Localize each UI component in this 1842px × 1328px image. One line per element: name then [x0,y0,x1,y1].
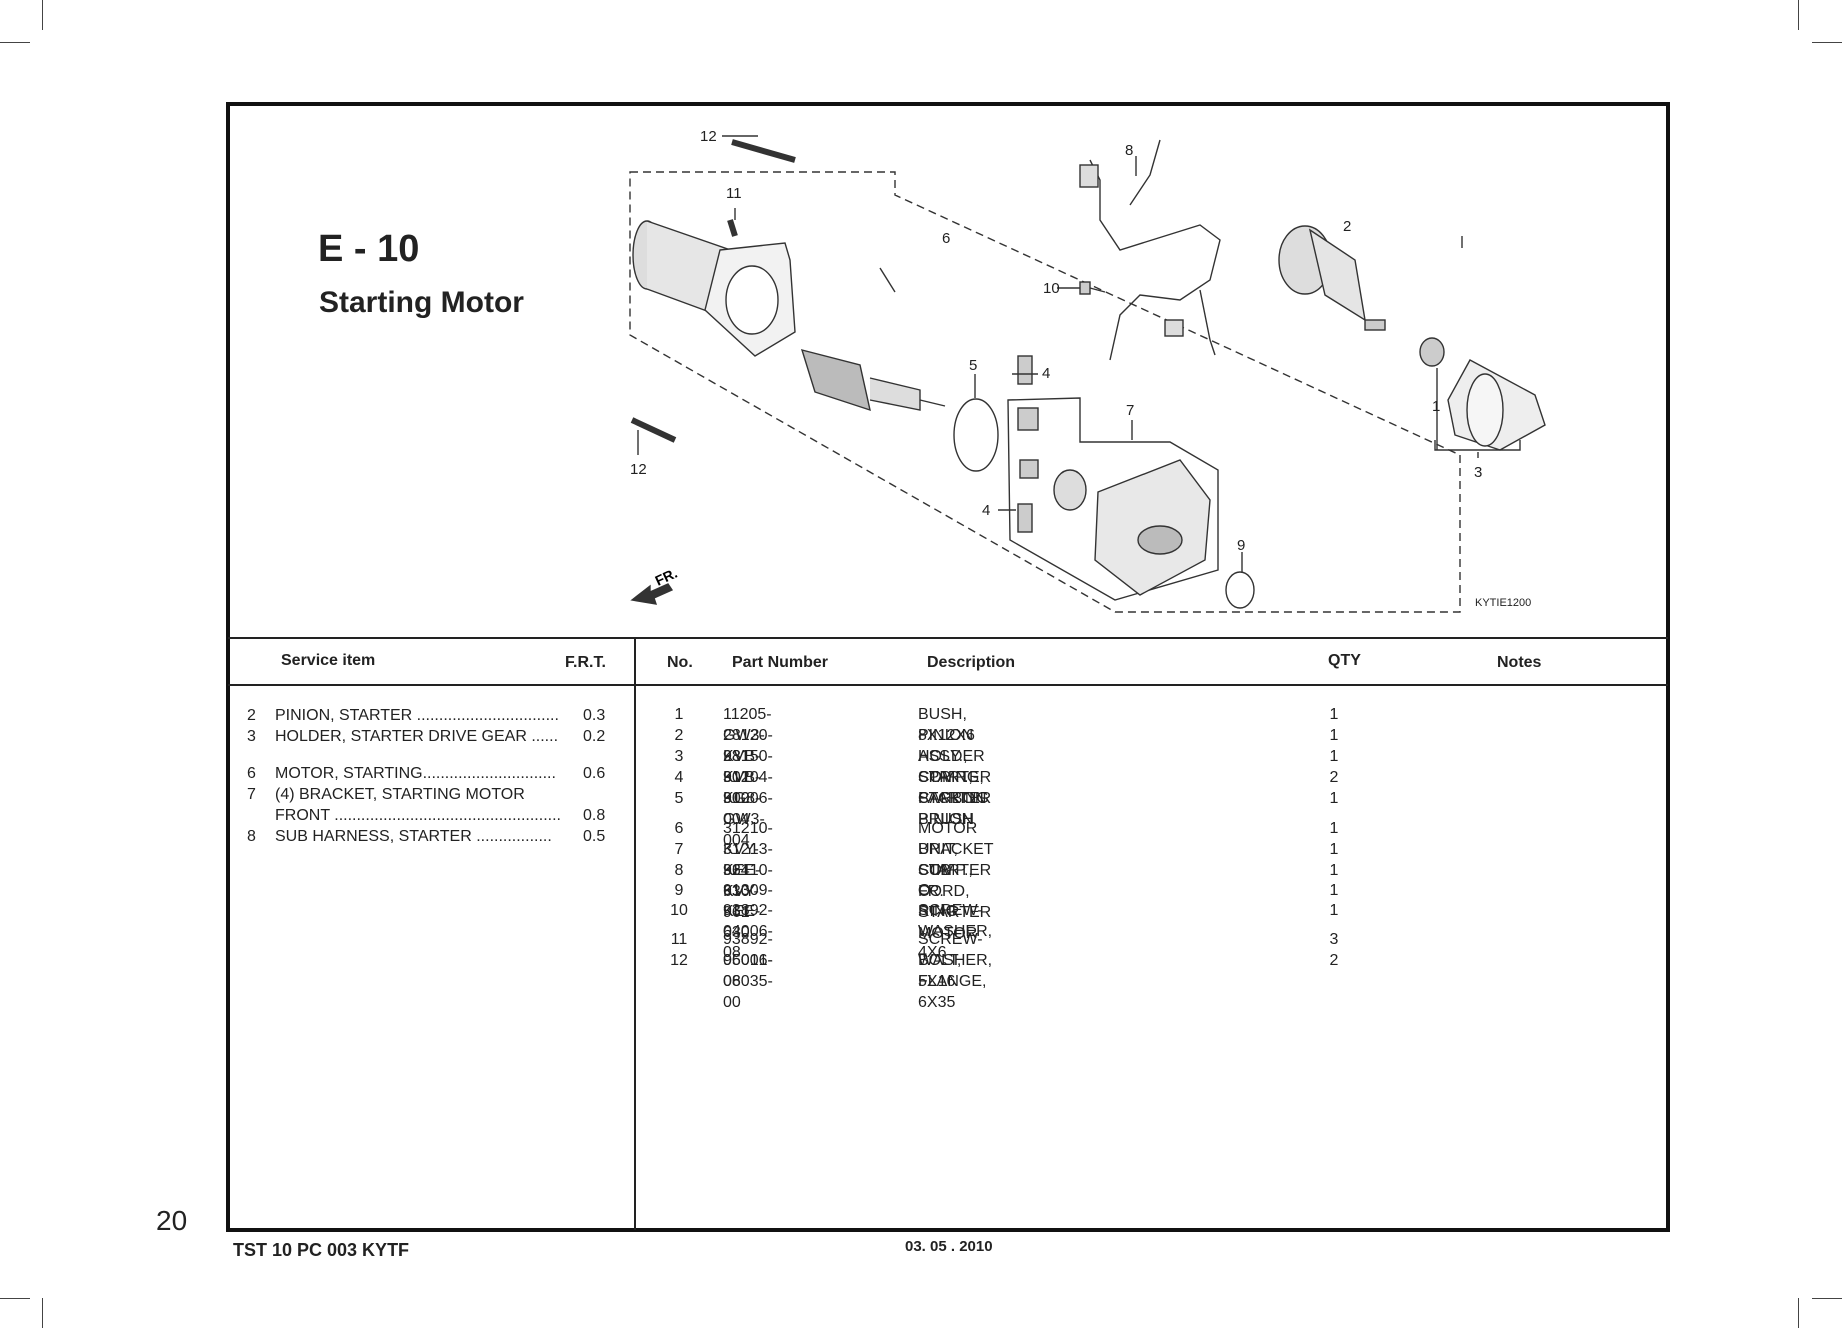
front-direction-label: FR. [653,565,680,589]
callout-3: 3 [1474,464,1482,481]
callout-12: 12 [630,461,647,478]
callout-9: 9 [1237,537,1245,554]
table-divider [634,637,636,1230]
crop-mark [1812,1298,1842,1299]
callout-7: 7 [1126,402,1134,419]
table-top-rule [228,637,1668,639]
section-title: Starting Motor [319,286,524,319]
diagram-ref-code: KYTIE1200 [1475,597,1532,609]
callout-5: 5 [969,357,977,374]
callout-8: 8 [1125,142,1133,159]
qty-header: QTY [1328,652,1361,669]
callout-4: 4 [1042,365,1050,382]
crop-mark [42,1298,43,1328]
callout-11: 11 [726,185,742,202]
page-number: 20 [156,1205,188,1236]
notes-header: Notes [1497,654,1542,671]
callout-6: 6 [942,230,950,247]
no-header: No. [667,654,693,671]
crop-mark [1798,1298,1799,1328]
callout-4: 4 [982,502,990,519]
crop-mark [1812,42,1842,43]
callout-2: 2 [1343,218,1351,235]
service-item-header: Service item [281,652,376,669]
crop-mark [1798,0,1799,30]
callout-10: 10 [1043,280,1060,297]
footer-date: 03. 05 . 2010 [905,1238,993,1255]
section-code: E - 10 [318,228,420,270]
table-header-rule [228,684,1668,686]
crop-mark [0,42,30,43]
exploded-diagram: 12 11 6 8 2 10 5 4 7 1 3 12 4 9 FR. [629,128,1546,613]
crop-mark [0,1298,30,1299]
callout-1: 1 [1432,398,1440,415]
frt-header: F.R.T. [565,654,606,671]
footer-doc-code: TST 10 PC 003 KYTF [233,1240,410,1260]
description-header: Description [927,654,1016,671]
part-number-header: Part Number [732,654,829,671]
crop-mark [42,0,43,30]
callout-12: 12 [700,128,717,145]
page-frame [226,102,1670,1232]
